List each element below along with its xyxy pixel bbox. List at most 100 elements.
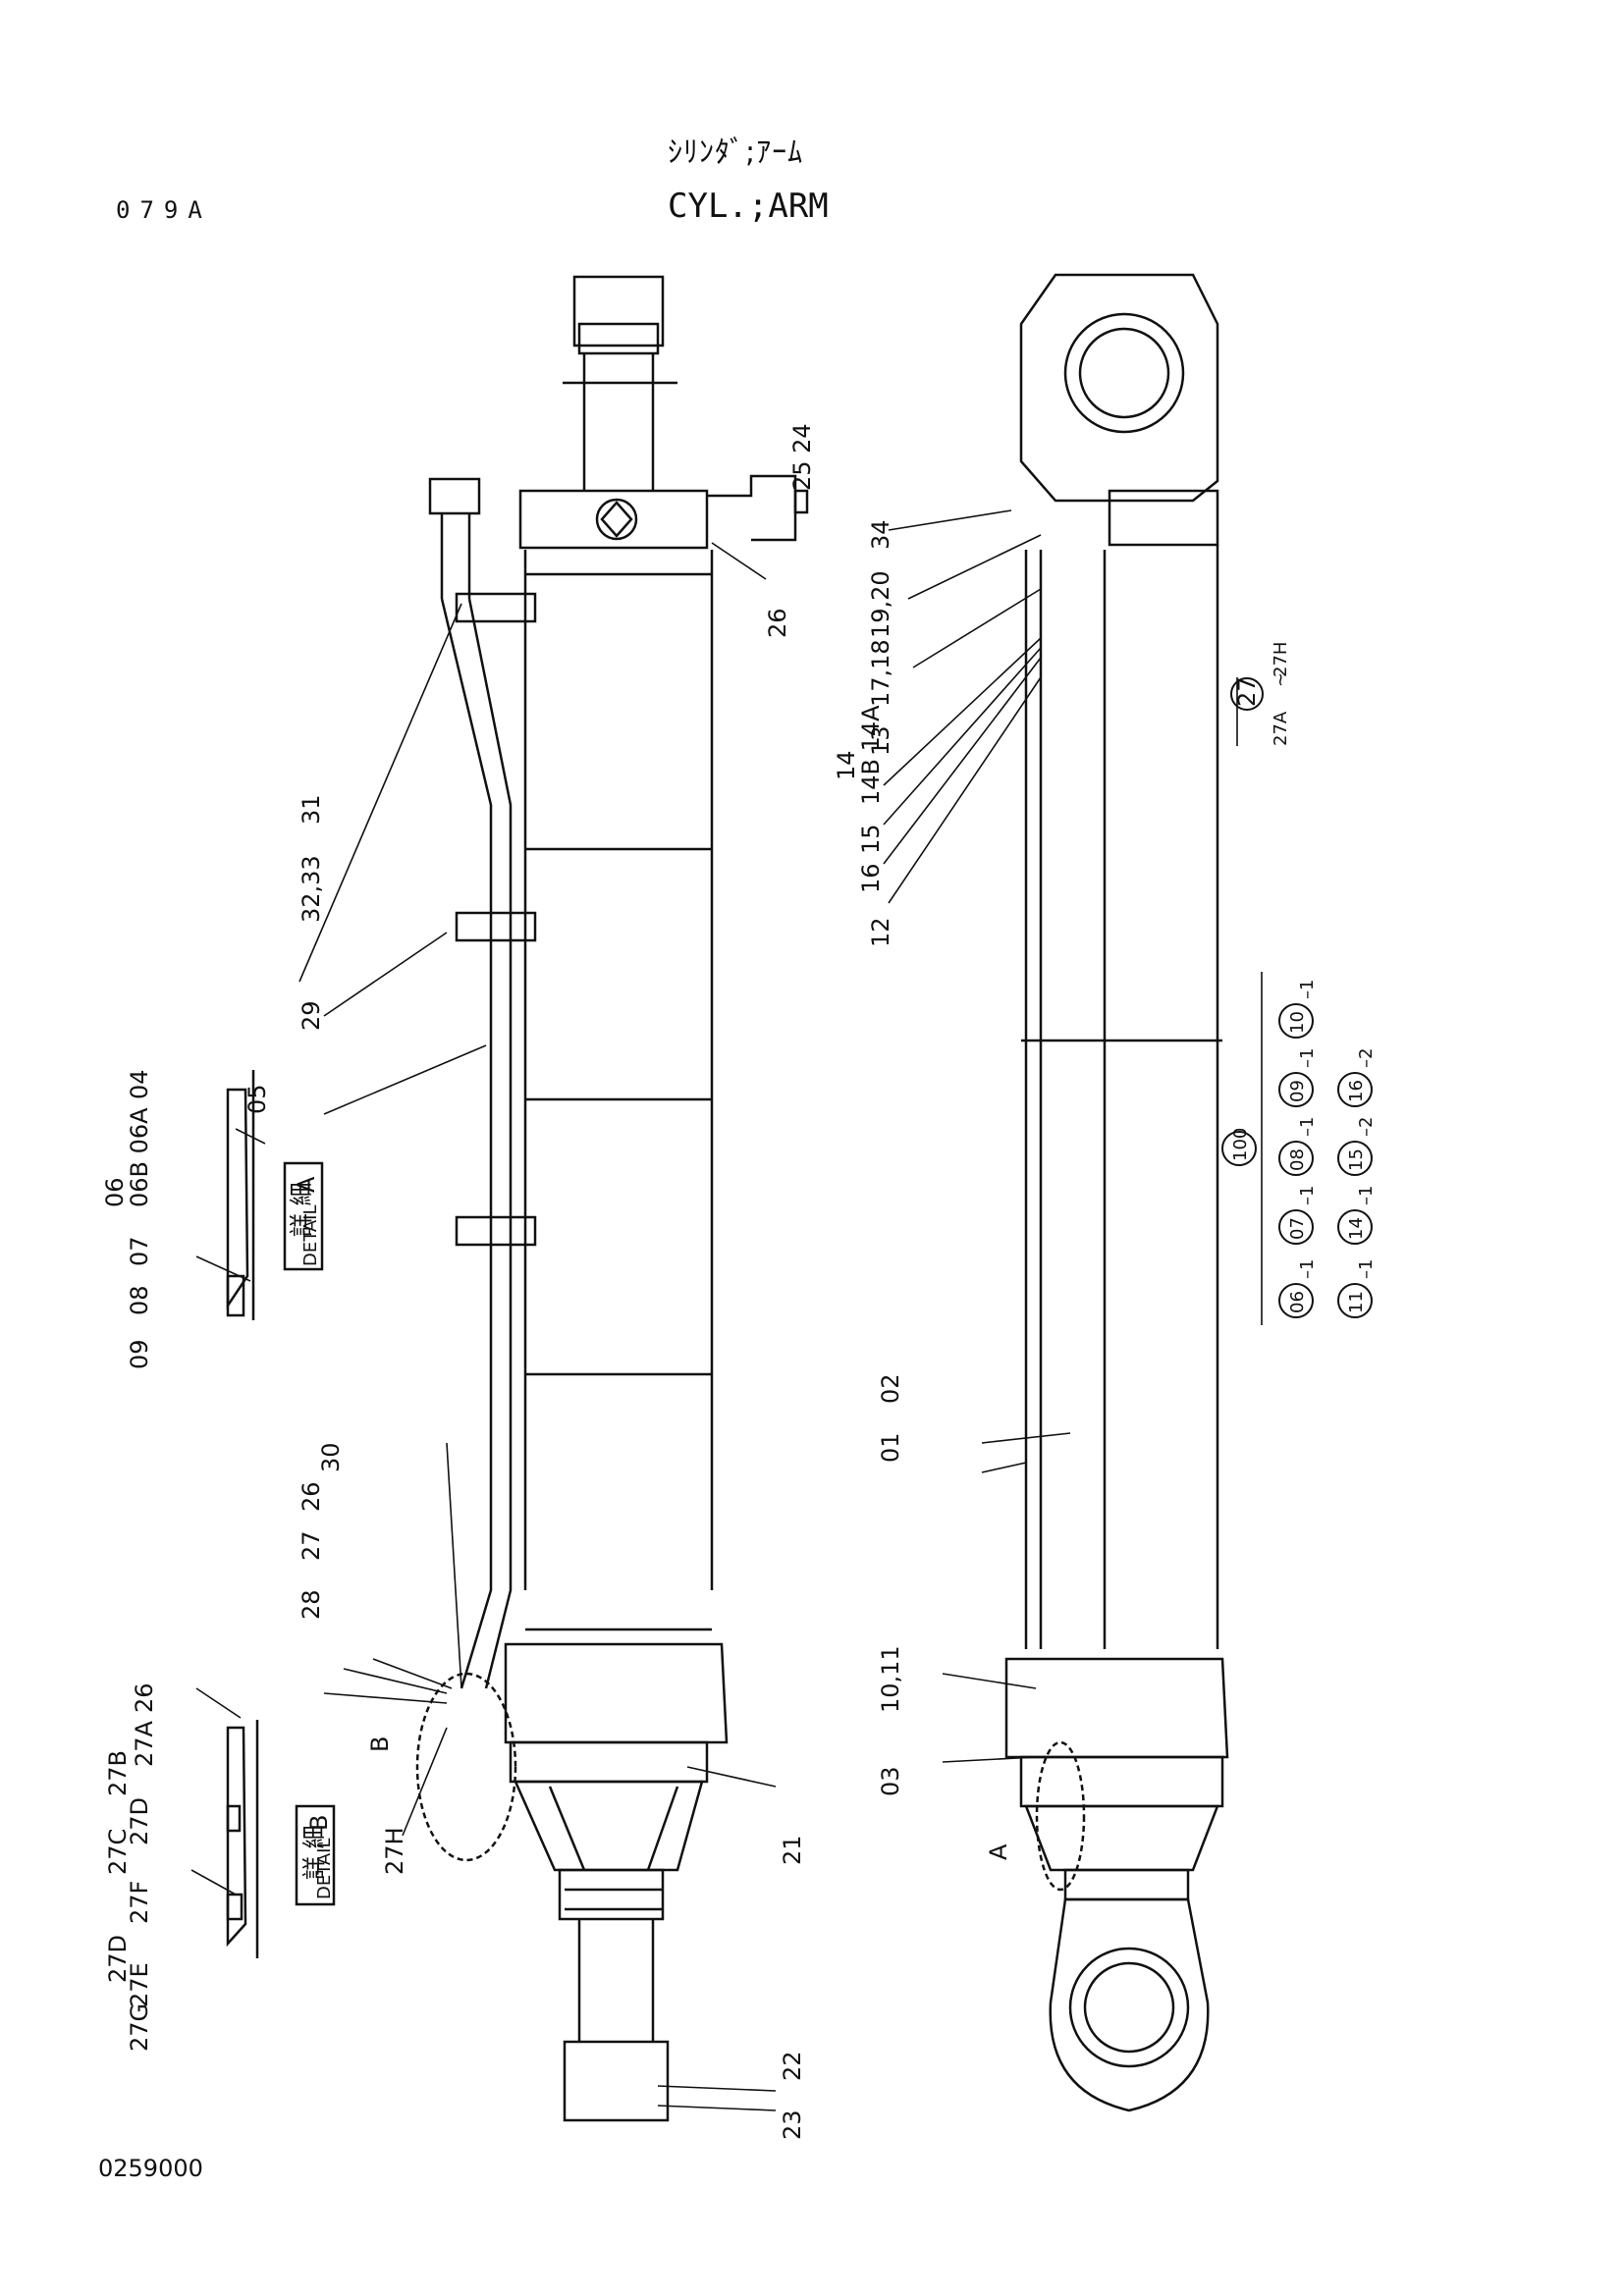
callout-31: 31 — [298, 794, 325, 825]
kit-100-item-08-circle — [1278, 1141, 1314, 1176]
kit-100-item-10-qty: –1 — [1297, 980, 1318, 999]
kit-100-item-14-qty: –1 — [1356, 1186, 1377, 1205]
detail-b-jp: 詳 細 — [300, 1825, 328, 1880]
kit-100-item-07-qty: –1 — [1297, 1186, 1318, 1205]
kit-100-main: 100 — [1230, 1128, 1251, 1161]
kit-100-item-08-qty: –1 — [1297, 1117, 1318, 1137]
detail-b-sketch — [226, 1720, 259, 1958]
callout-a: A — [985, 1843, 1012, 1860]
callout-14b-14a: 14B 14A — [857, 705, 885, 805]
right-section-view — [1004, 273, 1229, 2112]
callout-28: 28 — [298, 1589, 325, 1620]
callout-27d-lower: 27D — [104, 1935, 132, 1983]
callout-30: 30 — [317, 1442, 345, 1472]
callout-27g: 27G — [126, 2003, 153, 2052]
title-japanese: ｼﾘﾝﾀﾞ;ｱｰﾑ — [668, 135, 804, 170]
detail-b-en: DETAIL — [314, 1839, 335, 1899]
callout-05: 05 — [243, 1084, 271, 1114]
kit-100-item-07-circle — [1278, 1209, 1314, 1245]
kit-100-item-11-qty: –1 — [1356, 1259, 1377, 1279]
callout-14: 14 — [833, 750, 860, 780]
kit-100-item-09: 09 — [1287, 1080, 1308, 1102]
callout-07: 07 — [126, 1236, 153, 1266]
callout-13: 13 — [867, 725, 894, 756]
detail-b-label: 詳 細 DETAIL B — [300, 1815, 335, 1899]
right-callouts: 34 19,20 17,18 13 14 14B 14A 15 16 12 01… — [833, 519, 1012, 1860]
kit-100-item-07: 07 — [1287, 1217, 1308, 1240]
kit-27-from: 27A — [1271, 711, 1291, 746]
callout-32-33: 32,33 — [298, 855, 325, 923]
left-exterior-view — [415, 275, 809, 2122]
callout-27d-upper: 27D — [126, 1797, 153, 1845]
kit-100-item-09-qty: –1 — [1297, 1048, 1318, 1068]
callout-06: 06 — [101, 1177, 129, 1207]
callout-26: 26 — [764, 608, 791, 638]
callout-21: 21 — [779, 1835, 806, 1865]
callout-27e: 27E — [126, 1962, 153, 2007]
kit-100-item-15-qty: –2 — [1356, 1117, 1377, 1137]
callout-04: 04 — [126, 1069, 153, 1099]
detail-a-box — [283, 1161, 324, 1271]
kit-100-item-08: 08 — [1287, 1148, 1308, 1171]
callout-06b-06a: 06B 06A — [126, 1107, 153, 1207]
kit-100-item-15-circle — [1337, 1141, 1373, 1176]
leader-lines — [190, 509, 1071, 2111]
callout-16: 16 — [857, 863, 885, 893]
kit-27-tilde: ~ — [1271, 672, 1291, 687]
kit-100-item-16-qty: –2 — [1356, 1048, 1377, 1068]
detail-a-label: 詳 細 DETAIL A — [288, 1176, 321, 1266]
detail-a-letter: A — [293, 1176, 320, 1193]
kit-100-item-11-circle — [1337, 1283, 1373, 1318]
kit-100-item-06-circle — [1278, 1283, 1314, 1318]
callout-26-b: 26 — [298, 1481, 325, 1512]
kit-100-item-10: 10 — [1287, 1011, 1308, 1034]
callout-15: 15 — [857, 824, 885, 854]
callout-29: 29 — [298, 1000, 325, 1031]
sheet-number: 079A — [116, 196, 212, 224]
callout-12: 12 — [867, 917, 894, 947]
kit-27-to: 27H — [1271, 642, 1291, 677]
callout-03: 03 — [877, 1766, 904, 1796]
kit-100-item-06-qty: –1 — [1297, 1259, 1318, 1279]
kit-27-main: 27 — [1233, 676, 1261, 707]
kit-27: 27 27A ~ 27H — [1230, 642, 1291, 746]
kit-100: 100 06 –1 07 –1 08 –1 09 –1 10 –1 11 –1 14 –1 15 –2 16 –2 — [1221, 980, 1377, 1318]
kit-100-item-09-circle — [1278, 1072, 1314, 1107]
detail-b-letter: B — [305, 1815, 333, 1831]
callout-17-18: 17,18 — [867, 639, 894, 707]
callout-10-11: 10,11 — [877, 1645, 904, 1713]
callout-01: 01 — [877, 1432, 904, 1463]
drawing-number: 0259000 — [98, 2155, 203, 2182]
callout-27h: 27H — [381, 1827, 408, 1875]
callout-08: 08 — [126, 1285, 153, 1315]
detail-a-sketch — [226, 1070, 255, 1320]
kit-100-main-circle — [1221, 1131, 1257, 1166]
callout-23: 23 — [779, 2109, 806, 2140]
callout-25-24: 25 24 — [788, 423, 816, 491]
callout-22: 22 — [779, 2051, 806, 2081]
callout-34: 34 — [867, 519, 894, 550]
left-callouts: 05 06 06B 06A 04 07 08 09 31 32,33 29 30… — [101, 423, 816, 2140]
callout-b: B — [366, 1736, 394, 1752]
callout-27: 27 — [298, 1530, 325, 1561]
callout-26-detail: 26 — [131, 1682, 158, 1713]
kit-100-item-06: 06 — [1287, 1291, 1308, 1313]
kit-100-item-10-circle — [1278, 1003, 1314, 1039]
kit-100-item-14-circle — [1337, 1209, 1373, 1245]
callout-02: 02 — [877, 1373, 904, 1404]
callout-27b: 27B — [104, 1750, 132, 1796]
kit-100-item-15: 15 — [1346, 1148, 1367, 1171]
title-english: CYL.;ARM — [668, 187, 829, 226]
detail-b-box — [295, 1804, 336, 1906]
callout-09: 09 — [126, 1339, 153, 1369]
callout-27f: 27F — [126, 1881, 153, 1924]
detail-a-en: DETAIL — [300, 1205, 321, 1266]
kit-100-item-16: 16 — [1346, 1080, 1367, 1102]
kit-100-item-16-circle — [1337, 1072, 1373, 1107]
kit-100-item-14: 14 — [1346, 1217, 1367, 1240]
callout-27c: 27C — [104, 1829, 132, 1875]
callout-27a: 27A — [131, 1720, 158, 1767]
kit-100-item-11: 11 — [1346, 1291, 1367, 1313]
detail-a-jp: 詳 細 — [288, 1182, 315, 1237]
